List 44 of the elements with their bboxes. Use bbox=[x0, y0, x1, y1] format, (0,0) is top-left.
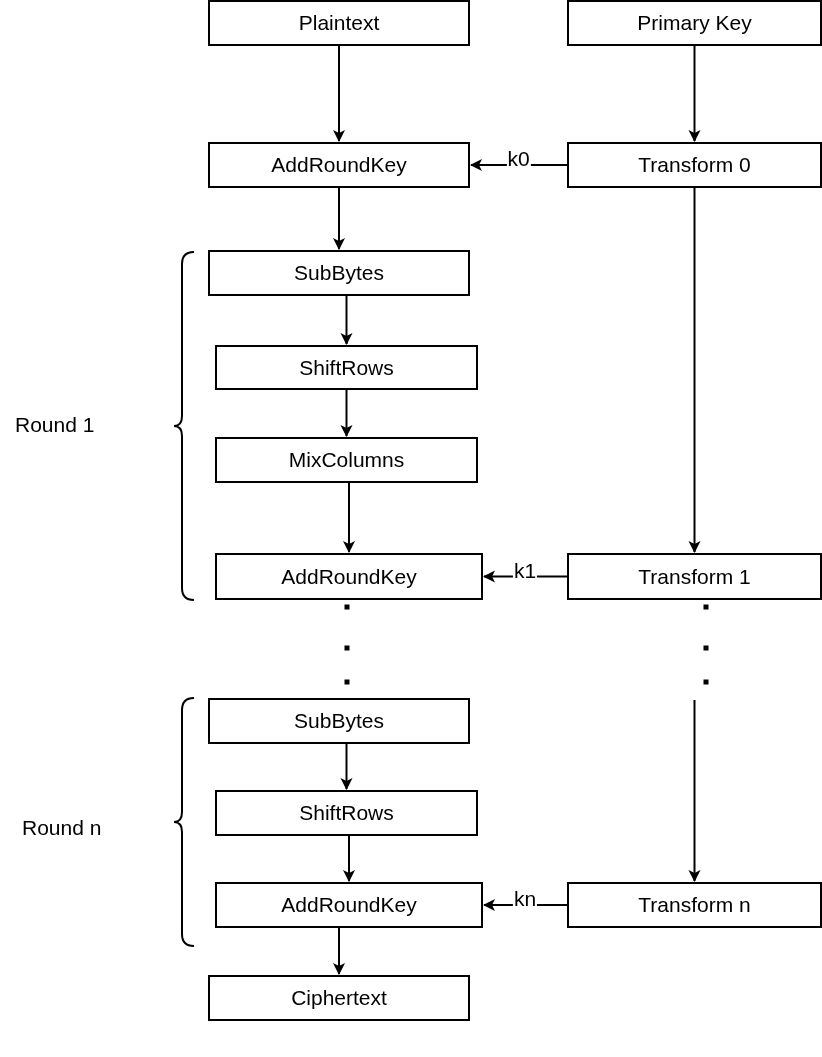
process-box bbox=[215, 790, 478, 836]
edge-label: k1 bbox=[512, 560, 538, 581]
box-label: Transform 1 bbox=[638, 564, 751, 589]
process-box bbox=[208, 250, 470, 296]
process-box bbox=[567, 0, 822, 46]
process-box bbox=[215, 345, 478, 390]
process-box bbox=[208, 698, 470, 744]
box-label: Ciphertext bbox=[291, 986, 387, 1010]
process-box bbox=[215, 882, 483, 928]
box-label: SubBytes bbox=[294, 709, 384, 733]
box-label: Plaintext bbox=[298, 11, 380, 35]
arrow bbox=[688, 699, 701, 882]
box-label: SubBytes bbox=[294, 261, 384, 285]
edge-label: k0 bbox=[506, 149, 531, 169]
box-label: ShiftRows bbox=[299, 355, 394, 380]
arrow bbox=[340, 743, 353, 790]
process-box bbox=[208, 142, 470, 188]
box-label: MixColumns bbox=[288, 448, 405, 472]
process-box bbox=[215, 437, 478, 483]
arrow bbox=[333, 187, 345, 250]
arrow bbox=[340, 389, 353, 437]
box-label: AddRoundKey bbox=[281, 564, 417, 589]
arrow bbox=[688, 187, 701, 553]
box-label: Transform n bbox=[638, 893, 751, 917]
arrow bbox=[333, 927, 345, 975]
arrow bbox=[343, 835, 355, 882]
process-box bbox=[208, 975, 470, 1021]
arrow bbox=[688, 45, 701, 142]
process-box bbox=[208, 0, 470, 46]
box-label: AddRoundKey bbox=[271, 153, 407, 177]
box-label: AddRoundKey bbox=[281, 893, 417, 917]
arrow bbox=[340, 295, 353, 345]
process-box bbox=[567, 142, 822, 188]
process-box bbox=[215, 553, 483, 600]
arrow bbox=[333, 45, 345, 142]
box-label: ShiftRows bbox=[299, 801, 394, 825]
edge-label: kn bbox=[512, 889, 538, 909]
round-label: Round 1 bbox=[15, 413, 95, 437]
box-label: Primary Key bbox=[637, 11, 752, 35]
process-box bbox=[567, 553, 822, 600]
process-box bbox=[567, 882, 822, 928]
box-label: Transform 0 bbox=[638, 153, 751, 177]
round-label: Round n bbox=[22, 816, 102, 840]
arrow bbox=[343, 482, 355, 553]
